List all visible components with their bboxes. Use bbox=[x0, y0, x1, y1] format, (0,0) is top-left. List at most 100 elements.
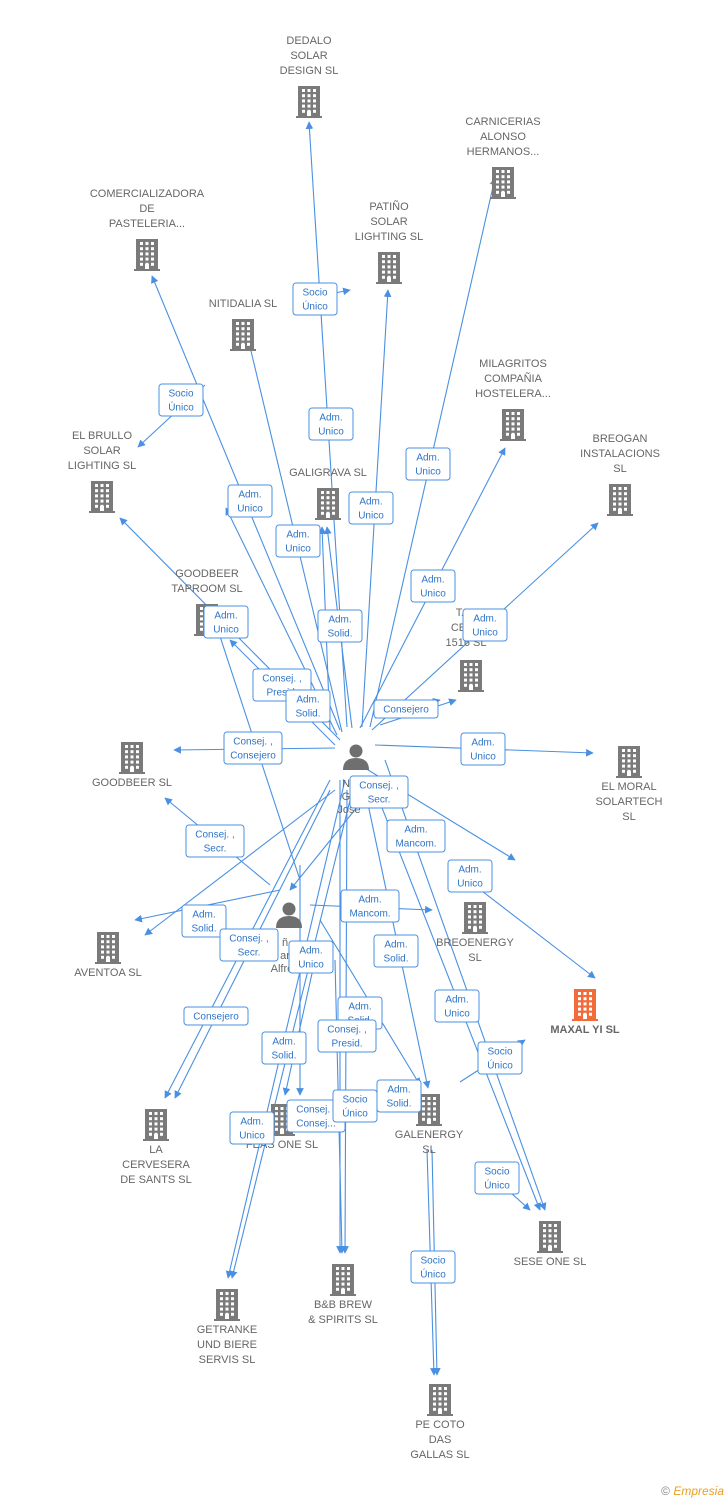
relation-text: Unico bbox=[298, 960, 324, 971]
relation-badge[interactable]: Adm. Unico bbox=[288, 940, 334, 974]
relation-badge[interactable]: Adm.Unico bbox=[460, 732, 506, 766]
company-label: COMERCIALIZADORA bbox=[90, 188, 205, 200]
relation-text: Socio bbox=[302, 288, 327, 299]
relation-text: Solid. bbox=[327, 629, 352, 640]
relation-text: Socio bbox=[342, 1095, 367, 1106]
relation-badge[interactable]: Adm.Solid. bbox=[261, 1031, 307, 1065]
relation-badge[interactable]: Adm.Mancom. bbox=[386, 819, 446, 853]
company-label: TAPROOM SL bbox=[171, 583, 242, 595]
company-label: DESIGN SL bbox=[280, 65, 339, 77]
relation-text: Adm. bbox=[384, 940, 407, 951]
company-node-comercializadora[interactable]: COMERCIALIZADORADEPASTELERIA... bbox=[90, 188, 205, 271]
relation-badge[interactable]: Consej. ,Consejero bbox=[223, 731, 283, 765]
company-node-carnicerias[interactable]: CARNICERIASALONSOHERMANOS... bbox=[465, 116, 541, 199]
company-label: MAXAL YI SL bbox=[550, 1024, 620, 1036]
person-icon bbox=[343, 744, 369, 770]
relation-badge[interactable]: Adm.Unico bbox=[227, 484, 273, 518]
company-label: UND BIERE bbox=[197, 1339, 257, 1351]
company-label: AVENTOA SL bbox=[74, 967, 141, 979]
relation-badge[interactable]: Adm.Solid. bbox=[181, 904, 227, 938]
relation-badge[interactable]: Adm.Unico bbox=[348, 491, 394, 525]
building-icon bbox=[462, 902, 488, 934]
building-icon bbox=[89, 481, 115, 513]
relationship-edge bbox=[225, 779, 346, 1279]
relation-badge[interactable]: Adm.Solid. bbox=[376, 1079, 422, 1113]
company-node-galigrava[interactable]: GALIGRAVA SL bbox=[289, 467, 367, 520]
relation-badge[interactable]: Consej. ,Secr. bbox=[219, 928, 279, 962]
building-icon bbox=[376, 252, 402, 284]
company-label: DAS bbox=[429, 1434, 452, 1446]
relation-badge[interactable]: Adm.Mancom. bbox=[340, 889, 400, 923]
relation-text: Adm. bbox=[286, 530, 309, 541]
footer-brand[interactable]: © Empresia bbox=[661, 1484, 724, 1498]
company-node-milagritos[interactable]: MILAGRITOSCOMPAÑIAHOSTELERA... bbox=[475, 358, 551, 441]
relation-text: Adm. bbox=[238, 490, 261, 501]
relation-text: Secr. bbox=[204, 844, 227, 855]
relation-badge[interactable]: Adm.Unico bbox=[229, 1111, 275, 1145]
building-icon bbox=[230, 319, 256, 351]
relation-text: Solid. bbox=[383, 954, 408, 965]
relation-badge[interactable]: Adm.Unico bbox=[434, 989, 480, 1023]
relation-badge[interactable]: Adm.Unico bbox=[462, 608, 508, 642]
company-node-seseone[interactable]: SESE ONE SL bbox=[514, 1221, 587, 1268]
relationship-edge bbox=[229, 779, 356, 1279]
relation-text: Adm. bbox=[299, 946, 322, 957]
relation-badge[interactable]: Consejero bbox=[373, 699, 439, 719]
company-node-bbbrew[interactable]: B&B BREW& SPIRITS SL bbox=[308, 1264, 378, 1326]
relation-text: Adm. bbox=[421, 575, 444, 586]
relation-badge[interactable]: Adm.Solid. bbox=[285, 689, 331, 723]
relation-badge[interactable]: Adm.Unico bbox=[203, 605, 249, 639]
relation-badge[interactable]: Adm.Solid. bbox=[317, 609, 363, 643]
relation-badge[interactable]: Adm. Solid. bbox=[373, 934, 419, 968]
relation-badge[interactable]: Consej. ,Presid. bbox=[317, 1019, 377, 1053]
relation-text: Único bbox=[487, 1059, 513, 1072]
relation-text: Único bbox=[420, 1268, 446, 1281]
company-node-goodbeer[interactable]: GOODBEER SL bbox=[92, 742, 172, 789]
relation-text: Consejero bbox=[383, 705, 429, 716]
company-node-maxal[interactable]: MAXAL YI SL bbox=[550, 989, 620, 1036]
relation-badge[interactable]: Consej. ,Secr. bbox=[185, 824, 245, 858]
relation-text: Adm. bbox=[445, 995, 468, 1006]
relation-text: Mancom. bbox=[349, 909, 390, 920]
relation-badge[interactable]: Consejero bbox=[183, 1006, 249, 1026]
company-label: NITIDALIA SL bbox=[209, 298, 277, 310]
company-node-aventoa[interactable]: AVENTOA SL bbox=[74, 932, 142, 979]
relation-badge[interactable]: Adm.Unico bbox=[410, 569, 456, 603]
relation-badge[interactable]: Adm.Unico bbox=[275, 524, 321, 558]
relation-badge[interactable]: Consej. , Consej... bbox=[286, 1099, 346, 1133]
relation-badge[interactable]: Adm.Unico bbox=[405, 447, 451, 481]
relation-badge[interactable]: Adm.Unico bbox=[447, 859, 493, 893]
relation-text: Consej. , bbox=[296, 1105, 335, 1116]
relation-badge[interactable]: Adm.Unico bbox=[308, 407, 354, 441]
relationship-edge bbox=[144, 789, 336, 936]
company-node-nitidalia[interactable]: NITIDALIA SL bbox=[209, 298, 277, 351]
building-icon bbox=[427, 1384, 453, 1416]
relation-text: Unico bbox=[415, 467, 441, 478]
building-icon bbox=[315, 488, 341, 520]
company-label: GETRANKE bbox=[197, 1324, 258, 1336]
relation-badge[interactable]: Consej. ,Secr. bbox=[349, 775, 409, 809]
relation-text: Consej... bbox=[296, 1119, 335, 1130]
relation-text: Adm. bbox=[296, 695, 319, 706]
company-label: SOLAR bbox=[83, 445, 120, 457]
relation-text: Solid. bbox=[191, 924, 216, 935]
company-label: COMPAÑIA bbox=[484, 372, 543, 385]
relation-text: Solid. bbox=[386, 1099, 411, 1110]
